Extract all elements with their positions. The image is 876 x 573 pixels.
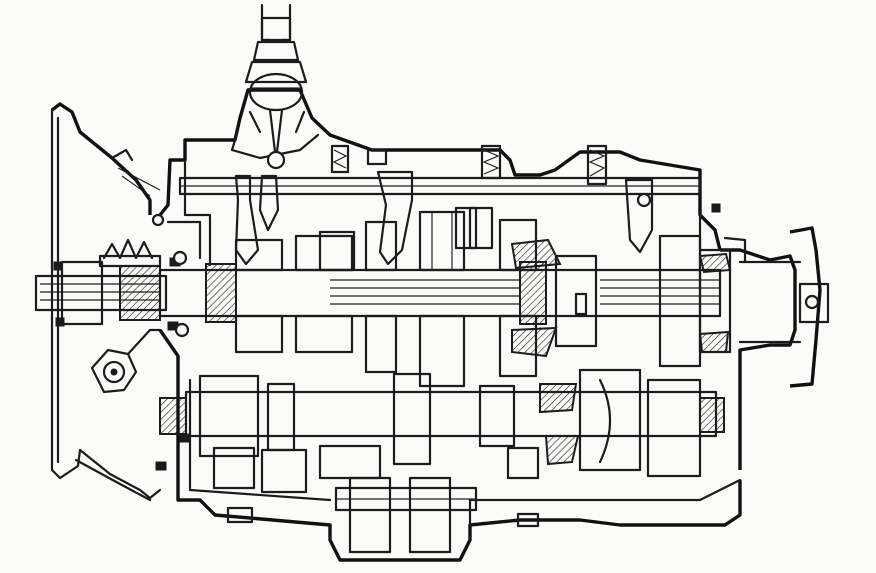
casing-bolts bbox=[53, 203, 721, 471]
reverse-idler bbox=[226, 476, 540, 554]
output-flange bbox=[658, 226, 830, 388]
main-shaft bbox=[158, 261, 722, 325]
release-spring bbox=[98, 238, 162, 268]
input-shaft bbox=[34, 260, 168, 326]
selector-rail-and-forks bbox=[178, 170, 702, 266]
release-fork-fitting bbox=[90, 328, 162, 394]
gear-lever-tower bbox=[230, 3, 320, 170]
layshaft-lower-gears bbox=[212, 444, 540, 494]
clutch-bell-housing bbox=[50, 102, 162, 502]
layshaft bbox=[159, 368, 725, 478]
